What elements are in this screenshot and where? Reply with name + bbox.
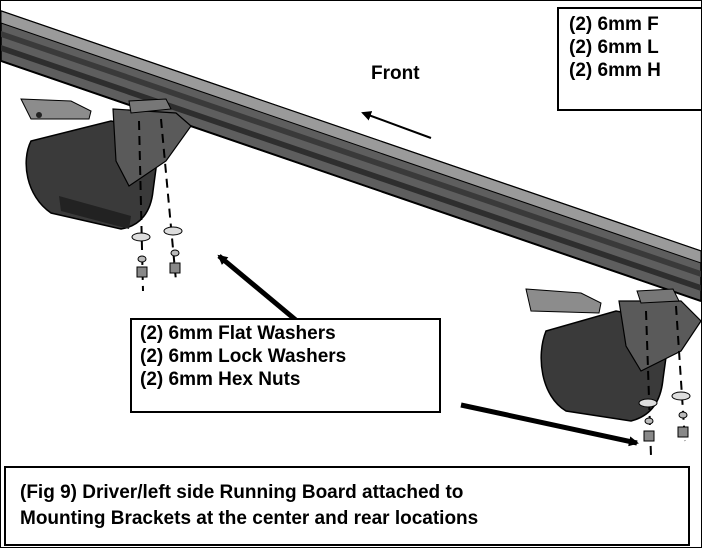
caption-line: Mounting Brackets at the center and rear… bbox=[20, 508, 479, 529]
figure-caption: (Fig 9) Driver/left side Running Board a… bbox=[4, 466, 690, 546]
rear-mounting-bracket bbox=[525, 288, 701, 422]
callout-line: (2) 6mm F bbox=[569, 14, 659, 35]
callout-line: (2) 6mm Lock Washers bbox=[140, 346, 347, 367]
callout-line: (2) 6mm H bbox=[569, 60, 661, 81]
front-label: Front bbox=[371, 63, 420, 84]
hardware-callout-center: (2) 6mm Flat Washers (2) 6mm Lock Washer… bbox=[130, 318, 441, 413]
rear-hardware bbox=[638, 305, 691, 457]
front-arrow bbox=[361, 111, 432, 139]
callout-line: (2) 6mm Flat Washers bbox=[140, 323, 336, 344]
running-board bbox=[1, 10, 701, 302]
center-hardware-arrow bbox=[217, 254, 299, 323]
caption-line: (Fig 9) Driver/left side Running Board a… bbox=[20, 482, 464, 503]
center-hardware bbox=[131, 118, 183, 292]
callout-line: (2) 6mm L bbox=[569, 37, 659, 58]
callout-line: (2) 6mm Hex Nuts bbox=[140, 369, 301, 390]
rear-hardware-arrow bbox=[460, 402, 639, 447]
hardware-callout-top: (2) 6mm F (2) 6mm L (2) 6mm H bbox=[557, 7, 701, 111]
center-mounting-bracket bbox=[20, 98, 192, 230]
